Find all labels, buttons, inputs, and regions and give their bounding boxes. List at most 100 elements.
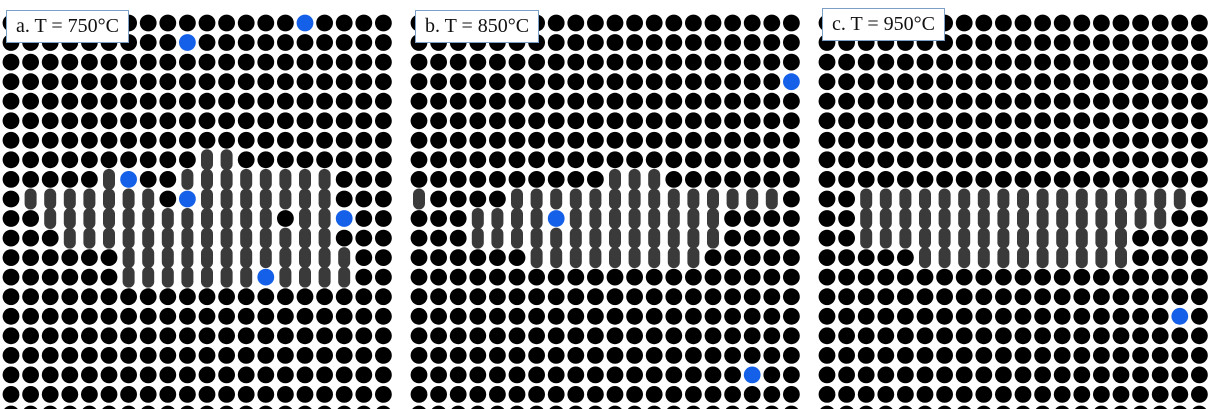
lattice-atom [1191,93,1208,110]
lattice-atom [1054,269,1071,286]
lattice-atom [705,171,722,188]
lattice-atom [838,73,855,90]
lattice-atom [61,171,78,188]
lattice-atom [257,406,274,409]
lattice-atom [705,112,722,129]
lattice-atom [375,15,392,32]
lattice-atom [607,288,624,305]
lattice-atom [218,386,235,403]
lattice-atom [1132,249,1149,266]
lattice-atom [956,34,973,51]
lattice-atom [199,93,216,110]
lattice-atom [783,93,800,110]
lattice-atom [509,406,526,409]
lattice-atom [587,367,604,384]
cluster-atom [550,247,562,268]
lattice-atom [450,93,467,110]
lattice-atom [607,93,624,110]
lattice-atom [626,54,643,71]
lattice-atom [411,406,428,409]
lattice-atom [646,73,663,90]
lattice-atom [1132,132,1149,149]
cluster-atom [319,228,331,249]
lattice-atom [975,15,992,32]
lattice-atom [995,73,1012,90]
lattice-atom [956,151,973,168]
lattice-atom [917,308,934,325]
lattice-atom [956,347,973,364]
lattice-atom [685,386,702,403]
lattice-atom [897,269,914,286]
lattice-atom [1073,151,1090,168]
lattice-atom [1034,347,1051,364]
lattice-atom [42,230,59,247]
lattice-atom [548,367,565,384]
lattice-atom [838,171,855,188]
lattice-atom [567,132,584,149]
lattice-atom [411,151,428,168]
lattice-atom [81,171,98,188]
lattice-atom [375,367,392,384]
lattice-atom [1132,230,1149,247]
cluster-a [25,149,351,287]
lattice-atom [956,93,973,110]
lattice-atom [179,308,196,325]
lattice-atom [744,73,761,90]
cluster-atom [629,247,641,268]
lattice-atom [1113,367,1130,384]
lattice-atom [783,191,800,208]
lattice-atom [450,327,467,344]
lattice-atom [548,386,565,403]
lattice-atom [724,269,741,286]
lattice-atom [159,93,176,110]
cluster-atom [1076,228,1088,249]
lattice-atom [1152,15,1169,32]
lattice-atom [665,288,682,305]
lattice-atom [646,327,663,344]
cluster-atom [260,228,272,249]
cluster-atom [123,189,135,210]
lattice-atom [1073,15,1090,32]
lattice-atom [975,171,992,188]
lattice-atom [489,308,506,325]
cluster-atom [687,228,699,249]
dopant-atoms-c [1171,308,1188,325]
lattice-atom [336,288,353,305]
lattice-atom [450,249,467,266]
lattice-atom [430,73,447,90]
lattice-atom [838,132,855,149]
cluster-atom [142,267,154,288]
lattice-atom [179,288,196,305]
lattice-atom [783,269,800,286]
lattice-atom [375,210,392,227]
cluster-atom [201,247,213,268]
lattice-atom [179,406,196,409]
lattice-atom [838,249,855,266]
lattice-atom [355,73,372,90]
lattice-atom [3,151,20,168]
lattice-atom [277,15,294,32]
cluster-atom [1095,247,1107,268]
lattice-atom [1132,34,1149,51]
lattice-atom [783,367,800,384]
lattice-atom [140,308,157,325]
lattice-atom [120,93,137,110]
cluster-atom [570,208,582,229]
lattice-atom [975,73,992,90]
cluster-atom [1154,189,1166,210]
lattice-atom [509,249,526,266]
lattice-atom [917,54,934,71]
lattice-atom [336,308,353,325]
lattice-atom [744,347,761,364]
lattice-atom [257,15,274,32]
lattice-atom [587,308,604,325]
lattice-atom [159,308,176,325]
lattice-atom [159,151,176,168]
lattice-atom [858,269,875,286]
lattice-atom [838,367,855,384]
lattice-atom [567,171,584,188]
lattice-atom [450,171,467,188]
dopant-atom [120,171,137,188]
lattice-atom [724,249,741,266]
lattice-atom [355,308,372,325]
